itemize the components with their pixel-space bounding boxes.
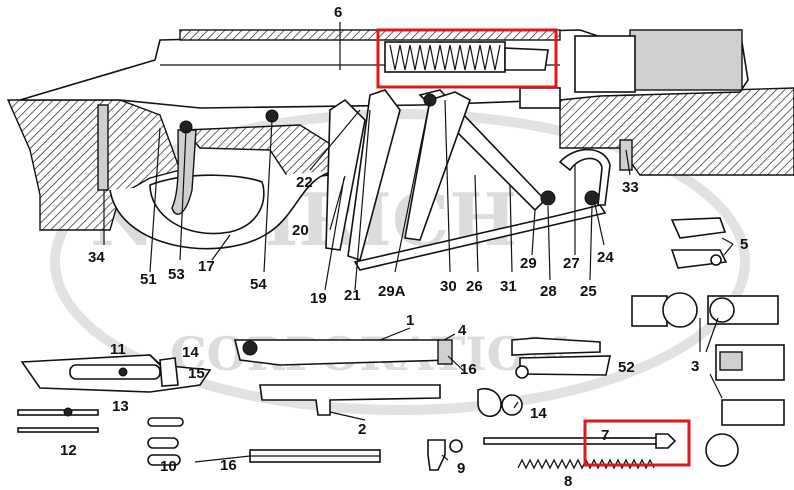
callout-3: 3 <box>691 358 699 375</box>
callout-26: 26 <box>466 278 483 295</box>
callout-14-left: 14 <box>182 344 199 361</box>
callout-54: 54 <box>250 276 267 293</box>
leader-lines <box>103 22 734 463</box>
callout-28: 28 <box>540 283 557 300</box>
highlight-boxes <box>376 28 691 467</box>
exploded-parts-center <box>233 337 611 471</box>
callout-16-lower: 16 <box>220 457 237 474</box>
exploded-parts-right <box>631 217 785 467</box>
firing-pin-and-spring <box>483 433 677 470</box>
callout-33: 33 <box>622 179 639 196</box>
stock <box>6 87 794 231</box>
callout-2: 2 <box>358 421 366 438</box>
callout-21: 21 <box>344 287 361 304</box>
callout-53: 53 <box>168 266 185 283</box>
callout-14-right: 14 <box>530 405 547 422</box>
callout-4: 4 <box>458 322 467 339</box>
carrier-linkage <box>97 87 633 271</box>
callout-labels: 6 22 20 33 34 51 53 17 54 19 21 29A 30 2… <box>60 4 748 490</box>
callout-24: 24 <box>597 249 614 266</box>
callout-52: 52 <box>618 359 635 376</box>
callout-34: 34 <box>88 249 105 266</box>
exploded-parts-left <box>17 354 381 466</box>
callout-51: 51 <box>140 271 157 288</box>
callout-17: 17 <box>198 258 215 275</box>
top-mainspring <box>384 41 549 73</box>
callout-9: 9 <box>457 460 465 477</box>
callout-15: 15 <box>188 365 205 382</box>
callout-29: 29 <box>520 255 537 272</box>
callout-22: 22 <box>296 174 313 191</box>
highlight-box-part-7 <box>583 419 691 467</box>
callout-10: 10 <box>160 458 177 475</box>
callout-16-upper: 16 <box>460 361 477 378</box>
callout-7: 7 <box>601 427 609 444</box>
callout-31: 31 <box>500 278 517 295</box>
callout-1: 1 <box>406 312 414 329</box>
callout-25: 25 <box>580 283 597 300</box>
callout-30: 30 <box>440 278 457 295</box>
callout-29a: 29A <box>378 283 406 300</box>
callout-13: 13 <box>112 398 129 415</box>
callout-6: 6 <box>334 4 342 21</box>
callout-27: 27 <box>563 255 580 272</box>
callout-11: 11 <box>110 341 126 358</box>
receiver-and-barrel <box>19 29 749 109</box>
callout-20: 20 <box>292 222 309 239</box>
callout-8: 8 <box>564 473 572 490</box>
callout-12: 12 <box>60 442 77 459</box>
callout-19: 19 <box>310 290 327 307</box>
callout-5: 5 <box>740 236 748 253</box>
highlight-box-top-spring <box>376 28 558 89</box>
